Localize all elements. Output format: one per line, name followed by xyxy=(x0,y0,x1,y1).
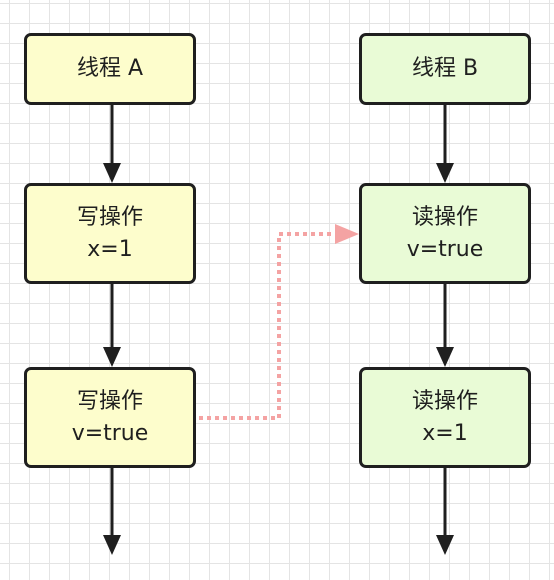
step-operation-label: 写操作 xyxy=(76,388,143,414)
thread-b-header: 线程 B xyxy=(359,33,531,105)
thread-b-title: 线程 B xyxy=(411,56,479,81)
sync-arrowhead xyxy=(335,224,359,244)
thread-a-step-2: 写操作 v=true xyxy=(24,367,196,468)
flow-arrowhead-a3 xyxy=(103,535,121,555)
thread-a-header: 线程 A xyxy=(24,33,196,105)
thread-a-title: 线程 A xyxy=(76,56,144,81)
step-operation-label: 读操作 xyxy=(411,388,478,414)
flow-arrowhead-b2 xyxy=(436,347,454,367)
step-expression: x=1 xyxy=(422,420,468,446)
thread-b-step-1: 读操作 v=true xyxy=(359,183,531,284)
step-expression: x=1 xyxy=(87,236,133,262)
sync-dotted-connector xyxy=(199,232,338,420)
step-expression: v=true xyxy=(71,420,149,446)
thread-a-step-1: 写操作 x=1 xyxy=(24,183,196,284)
flow-arrowhead-b1 xyxy=(436,163,454,183)
step-expression: v=true xyxy=(406,236,484,262)
step-operation-label: 读操作 xyxy=(411,204,478,230)
flow-arrowhead-a2 xyxy=(103,347,121,367)
step-operation-label: 写操作 xyxy=(76,204,143,230)
flow-arrowhead-a1 xyxy=(103,163,121,183)
thread-b-step-2: 读操作 x=1 xyxy=(359,367,531,468)
flow-arrowhead-b3 xyxy=(436,535,454,555)
